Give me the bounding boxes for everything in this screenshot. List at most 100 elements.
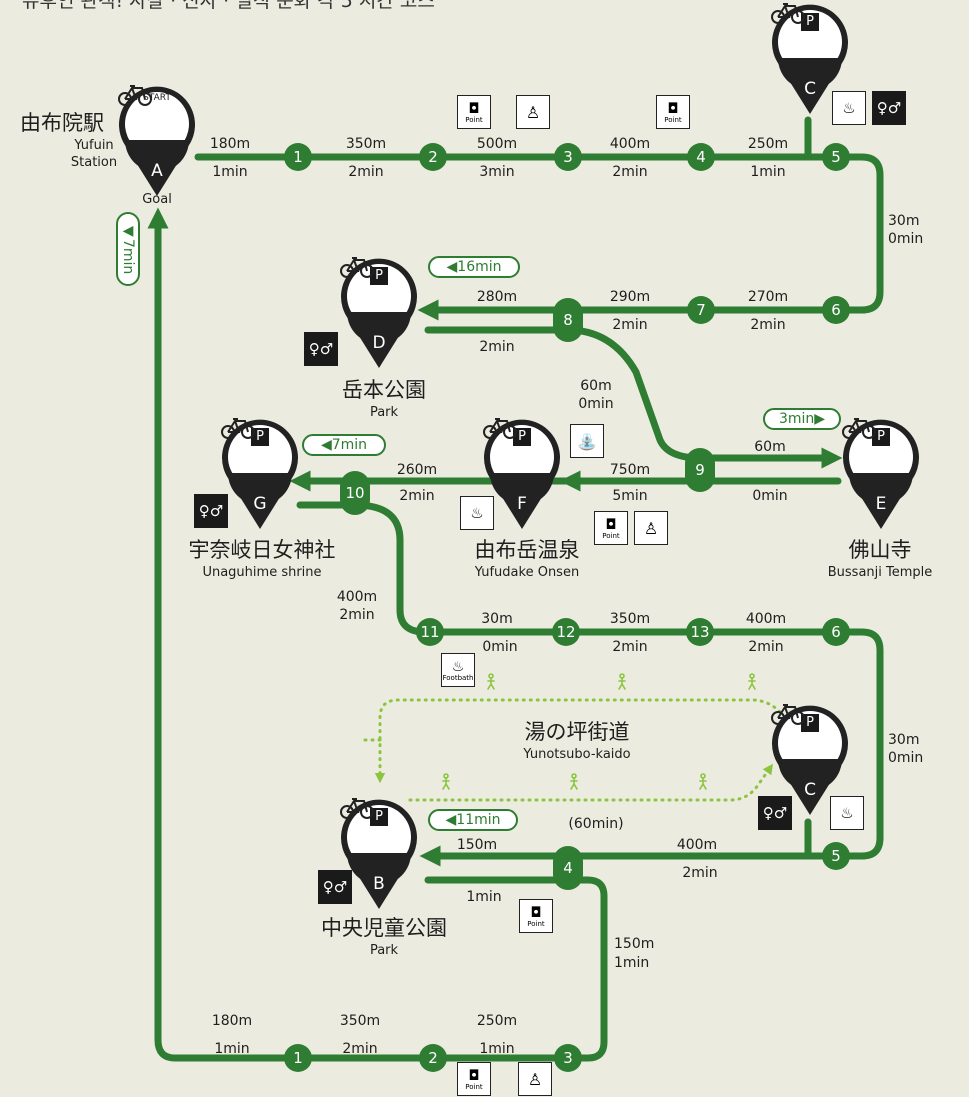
waypoint-13[interactable]: 13 [686, 618, 714, 646]
bench-icon[interactable]: ♙ [518, 1062, 552, 1096]
segment-time: 0min [888, 750, 924, 766]
route-line-top [194, 153, 884, 314]
segment-distance: 400m [609, 136, 651, 152]
waypoint-9[interactable]: 9 [685, 448, 715, 492]
route-10-to-11 [351, 501, 884, 860]
goal-label: Goal [142, 192, 172, 207]
pin-e-bussanji[interactable]: P E [841, 417, 921, 533]
place-name-en: Bussanji Temple [827, 565, 933, 580]
waypoint-5[interactable]: 5 [822, 143, 850, 171]
segment-distance: 30m [481, 611, 513, 627]
segment-time: 2min [750, 317, 786, 333]
waypoint-4b[interactable]: 4 [553, 846, 583, 890]
walk-path-bottom [408, 763, 774, 802]
segment-distance: 290m [609, 289, 651, 305]
hot-spring-icon[interactable]: ♨ [832, 91, 866, 125]
restroom-icon[interactable]: ♀♂ [194, 494, 228, 528]
station-name-en-2: Station [70, 155, 118, 170]
restroom-icon[interactable]: ♀♂ [318, 870, 352, 904]
pin-letter: B [373, 874, 385, 894]
segment-distance: 400m [745, 611, 787, 627]
segment-distance: 260m [396, 462, 438, 478]
pin-f-yufudake-onsen[interactable]: P F [482, 417, 562, 533]
place-name-en: Unaguhime shrine [202, 565, 322, 580]
back-arrow-icon: ◀ [120, 223, 136, 240]
waypoint-5b[interactable]: 5 [822, 842, 850, 870]
waypoint-8[interactable]: 8 [553, 298, 583, 342]
waypoint-2[interactable]: 2 [419, 143, 447, 171]
camera-point-icon[interactable]: ◘Point [519, 899, 553, 933]
station-name-jp: 由布院駅 [20, 111, 104, 135]
pin-d-park[interactable]: P D [339, 256, 419, 372]
segment-time: 0min [482, 639, 518, 655]
restroom-icon[interactable]: ♀♂ [872, 91, 906, 125]
pin-letter: G [253, 494, 267, 514]
bicycle-icon [340, 257, 374, 278]
parking-icon: P [801, 714, 819, 732]
segment-distance: 400m [336, 589, 378, 605]
pin-c-bottom[interactable]: P C [770, 703, 850, 819]
segment-time: 1min [479, 1041, 515, 1057]
route-8-to-9 [564, 326, 704, 462]
bicycle-icon [483, 418, 517, 439]
pin-b-central-park[interactable]: P B [339, 797, 419, 913]
bench-icon[interactable]: ♙ [634, 511, 668, 545]
segment-distance: 180m [209, 136, 251, 152]
pin-letter: F [517, 494, 527, 514]
waypoint-2b[interactable]: 2 [419, 1044, 447, 1072]
waypoint-6b[interactable]: 6 [822, 618, 850, 646]
waypoint-1b[interactable]: 1 [284, 1044, 312, 1072]
pin-letter: C [804, 79, 816, 99]
segment-time: 5min [612, 488, 648, 504]
segment-time: 3min [479, 164, 515, 180]
start-label: START [143, 93, 171, 103]
hot-spring-icon[interactable]: ♨ [460, 496, 494, 530]
bicycle-icon [340, 798, 374, 819]
hot-spring-icon[interactable]: ♨ [830, 796, 864, 830]
waypoint-3b[interactable]: 3 [554, 1044, 582, 1072]
time-pill-a: ◀7min [116, 212, 140, 286]
segment-time: 2min [682, 865, 718, 881]
place-name-jp: 中央児童公園 [321, 916, 447, 940]
pin-c-top[interactable]: P C [770, 2, 850, 118]
pin-a-yufuin-station[interactable]: START A [117, 84, 197, 200]
waypoint-6[interactable]: 6 [822, 296, 850, 324]
segment-time: 2min [342, 1041, 378, 1057]
back-arrow-icon: ◀ [446, 259, 458, 275]
segment-distance: 180m [211, 1013, 253, 1029]
waypoint-11[interactable]: 11 [416, 618, 444, 646]
segment-time: 0min [578, 396, 614, 412]
segment-time: 2min [612, 639, 648, 655]
bench-icon[interactable]: ♙ [516, 95, 550, 129]
back-arrow-icon: ◀ [320, 437, 332, 453]
waypoint-7[interactable]: 7 [687, 296, 715, 324]
segment-distance: 400m [676, 837, 718, 853]
camera-point-icon[interactable]: ◘Point [457, 95, 491, 129]
waypoint-3[interactable]: 3 [554, 143, 582, 171]
parking-icon: P [370, 808, 388, 826]
place-name-jp: 佛山寺 [848, 538, 912, 562]
parking-icon: P [872, 428, 890, 446]
place-name-en: Park [369, 943, 399, 958]
restroom-icon[interactable]: ♀♂ [304, 332, 338, 366]
place-name-jp: 宇奈岐日女神社 [188, 538, 336, 562]
pin-g-unaguhime-shrine[interactable]: P G [220, 417, 300, 533]
pin-letter: C [804, 780, 816, 800]
segment-distance: 150m [456, 837, 498, 853]
waypoint-1[interactable]: 1 [284, 143, 312, 171]
footbath-icon[interactable]: ♨Footbath [441, 653, 475, 687]
bicycle-icon [771, 3, 805, 24]
restroom-icon[interactable]: ♀♂ [758, 796, 792, 830]
waypoint-4[interactable]: 4 [687, 143, 715, 171]
parking-icon: P [513, 428, 531, 446]
segment-time: 2min [339, 607, 375, 623]
camera-point-icon[interactable]: ◘Point [594, 511, 628, 545]
pin-letter: E [875, 494, 887, 514]
drinking-fountain-icon[interactable]: ⛲ [570, 424, 604, 458]
camera-point-icon[interactable]: ◘Point [656, 95, 690, 129]
waypoint-12[interactable]: 12 [552, 618, 580, 646]
segment-time: 2min [348, 164, 384, 180]
camera-point-icon[interactable]: ◘Point [457, 1062, 491, 1096]
waypoint-10[interactable]: 10 [340, 471, 370, 515]
